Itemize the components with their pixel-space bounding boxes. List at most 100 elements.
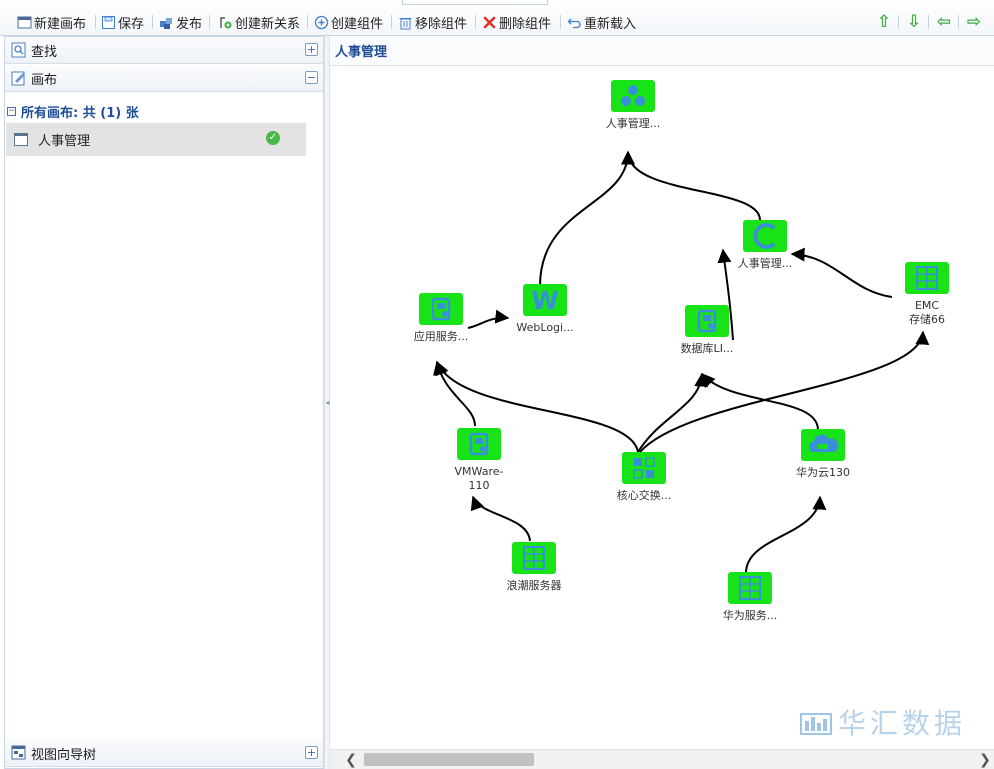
toolbar-separator [898,15,899,29]
database-icon [697,309,717,333]
left-panel: 查找 + 画布 − − 所有画布: 共 (1) 张 人事管理 ✓ 视图向导树 + [4,36,324,769]
toolbar-separator [560,15,561,29]
node-box [611,80,655,112]
node-label: EMC [915,299,939,312]
create-component-button[interactable]: 创建组件 [314,12,383,32]
relation-edge[interactable] [745,495,827,574]
server-icon [739,576,761,600]
app-server-icon [431,297,451,321]
tree-collapse-icon[interactable]: − [7,105,16,116]
toolbar: 新建画布 保存 发布 创建新关系 创建组 [0,0,994,36]
node-core[interactable]: 核心交换... [617,452,672,502]
new-canvas-button[interactable]: 新建画布 [17,12,86,32]
move-down-icon[interactable]: ⇩ [906,12,922,32]
window-icon [14,133,28,146]
horizontal-scrollbar[interactable]: ❮ ❯ [330,749,994,769]
save-label: 保存 [118,16,145,32]
toolbar-separator [475,15,476,29]
delete-component-button[interactable]: 删除组件 [482,12,551,32]
app-c-icon [753,223,776,249]
publish-button[interactable]: 发布 [159,12,202,32]
collapse-arrow-icon[interactable]: ◂ [325,398,330,407]
relation-icon [218,15,233,30]
delete-x-icon [482,15,497,30]
brand-text: 华汇数据 [838,707,967,740]
canvas-section-header[interactable]: 画布 − [5,65,323,92]
search-section-title: 查找 [31,44,58,60]
create-relation-label: 创建新关系 [235,16,301,32]
save-button[interactable]: 保存 [101,12,144,32]
weblogic-w-icon: W [531,286,559,315]
node-langchao[interactable]: 浪潮服务器 [507,542,562,592]
node-hwserver[interactable]: 华为服务... [723,572,778,622]
remove-component-label: 移除组件 [415,16,468,32]
node-hwcloud[interactable]: 华为云130 [796,429,850,479]
remove-component-button[interactable]: 移除组件 [398,12,467,32]
canvas-section-title: 画布 [31,72,58,88]
toolbar-separator [209,15,210,29]
create-relation-button[interactable]: 创建新关系 [218,12,300,32]
expand-icon[interactable]: + [305,43,318,56]
node-app_mid[interactable]: 人事管理... [738,220,793,270]
panel-splitter[interactable]: ◂ [324,36,330,769]
nav-tree-header[interactable]: 视图向导树 + [5,740,323,767]
node-label: 应用服务... [414,329,469,343]
canvas-title: 人事管理 [335,45,388,60]
node-label: 存储66 [909,312,945,326]
all-canvases-node[interactable]: − 所有画布: 共 (1) 张 [7,101,139,121]
svg-text:W: W [531,286,559,315]
reload-button[interactable]: 重新载入 [567,12,636,32]
relation-edge[interactable] [467,309,510,329]
diagram-nodes: 人事管理... 人事管理... W WebLogi... 应用服务... 数据库LI...… [414,80,949,622]
node-app_top[interactable]: 人事管理... [606,80,661,130]
scroll-right-icon[interactable]: ❯ [979,752,991,768]
add-circle-icon [314,15,329,30]
scrollbar-thumb[interactable] [364,753,534,766]
relation-edge[interactable] [435,360,639,453]
relation-edge[interactable] [637,372,709,453]
canvas-icon [17,15,32,30]
node-label: VMWare- [455,465,504,478]
node-label: 浪潮服务器 [507,578,562,592]
expand-icon[interactable]: + [305,746,318,759]
all-canvases-label: 所有画布: 共 (1) 张 [21,105,139,121]
relation-edge[interactable] [539,150,635,287]
scroll-left-icon[interactable]: ❮ [345,752,357,768]
relation-edge[interactable] [790,247,893,298]
relation-edge[interactable] [470,495,531,542]
move-up-icon[interactable]: ⇧ [876,12,892,32]
collapse-icon[interactable]: − [305,71,318,84]
reload-label: 重新载入 [584,16,637,32]
tab-edge [402,0,548,5]
move-left-icon[interactable]: ⇦ [936,12,952,32]
node-vmware[interactable]: VMWare-110 [455,428,504,492]
node-box [523,284,567,316]
node-db[interactable]: 数据库LI... [681,305,734,355]
switch-icon [633,457,655,479]
save-icon [101,15,116,30]
publish-icon [159,15,174,30]
node-label: 华为服务... [723,608,778,622]
node-label: 110 [469,479,490,492]
relation-edge[interactable] [701,372,819,431]
relation-edge[interactable] [717,248,734,341]
node-weblogic[interactable]: W WebLogi... [516,284,574,334]
search-section-header[interactable]: 查找 + [5,37,323,64]
node-label: WebLogi... [516,321,573,334]
server-icon [523,546,545,570]
check-icon: ✓ [266,131,280,145]
relation-edge[interactable] [621,150,761,221]
publish-label: 发布 [176,16,203,32]
move-right-icon[interactable]: ⇨ [966,12,982,32]
brand-watermark: 华汇数据 [800,704,966,740]
search-icon [11,42,27,58]
node-label: 华为云130 [796,465,850,479]
node-appsrv[interactable]: 应用服务... [414,293,469,343]
relation-edge[interactable] [639,330,930,453]
toolbar-separator [391,15,392,29]
canvas-list-item[interactable]: 人事管理 ✓ [6,123,306,156]
node-box [622,452,666,484]
storage-icon [916,266,938,290]
